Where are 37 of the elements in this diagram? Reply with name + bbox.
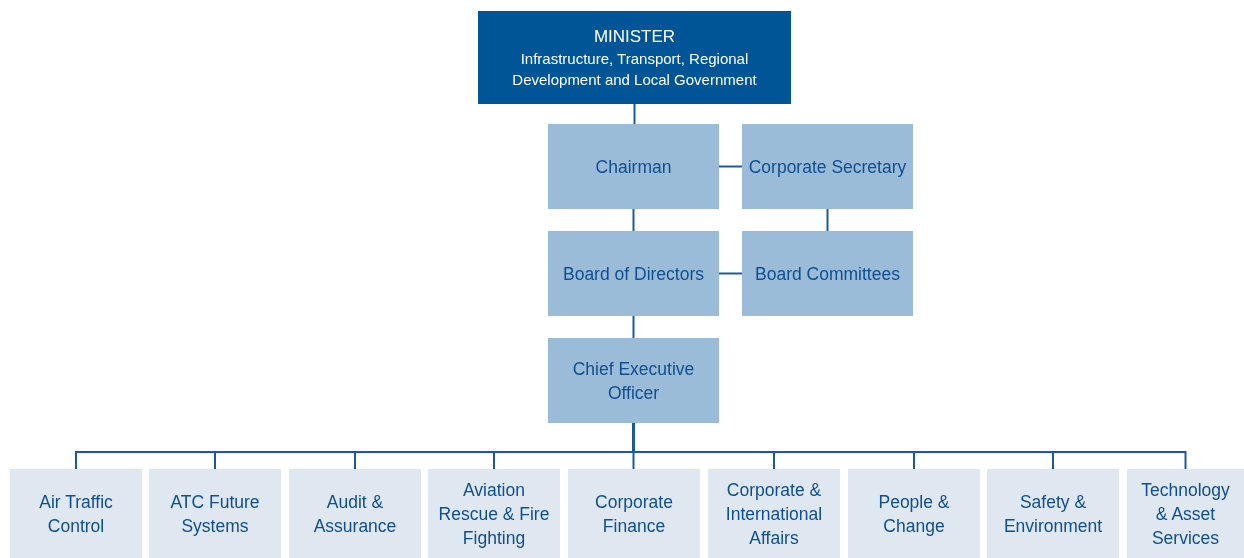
connector-line [632,208,635,232]
box-title: Corporate & International Affairs [724,478,824,550]
box-title: Safety & Environment [1002,490,1104,538]
org-box [987,469,1119,558]
connector-line [633,103,636,125]
box-title: Aviation Rescue & Fire Fighting [437,478,551,550]
box-title: Corporate Finance [594,490,674,538]
org-box [848,469,980,558]
org-box [742,124,913,209]
org-box [1127,469,1244,558]
connector-line [632,315,635,339]
box-title: Board of Directors [563,262,704,286]
org-box [548,338,719,423]
org-box [10,469,142,558]
box-title: Chairman [595,155,672,179]
box-title: Board Committees [755,262,900,286]
box-title: Audit & Assurance [312,490,398,538]
org-box [548,231,719,316]
connector-line [718,272,743,275]
box-title: MINISTER [593,25,676,48]
org-box [742,231,913,316]
org-box [548,124,719,209]
org-box [708,469,840,558]
box-title: Chief Executive Officer [571,357,696,405]
box-subtitle: Infrastructure, Transport, Regional Development and Local Government [511,48,758,90]
box-title: Air Traffic Control [38,490,114,538]
box-title: ATC Future Systems [169,490,261,538]
org-box [478,11,791,104]
org-box [428,469,560,558]
box-title: Corporate Secretary [748,155,907,179]
org-box [149,469,281,558]
box-title: Technology & Asset Services [1140,478,1231,550]
connector-line [718,165,743,168]
connector-line [826,208,829,232]
box-title: People & Change [877,490,951,538]
org-box [568,469,700,558]
org-box [289,469,421,558]
